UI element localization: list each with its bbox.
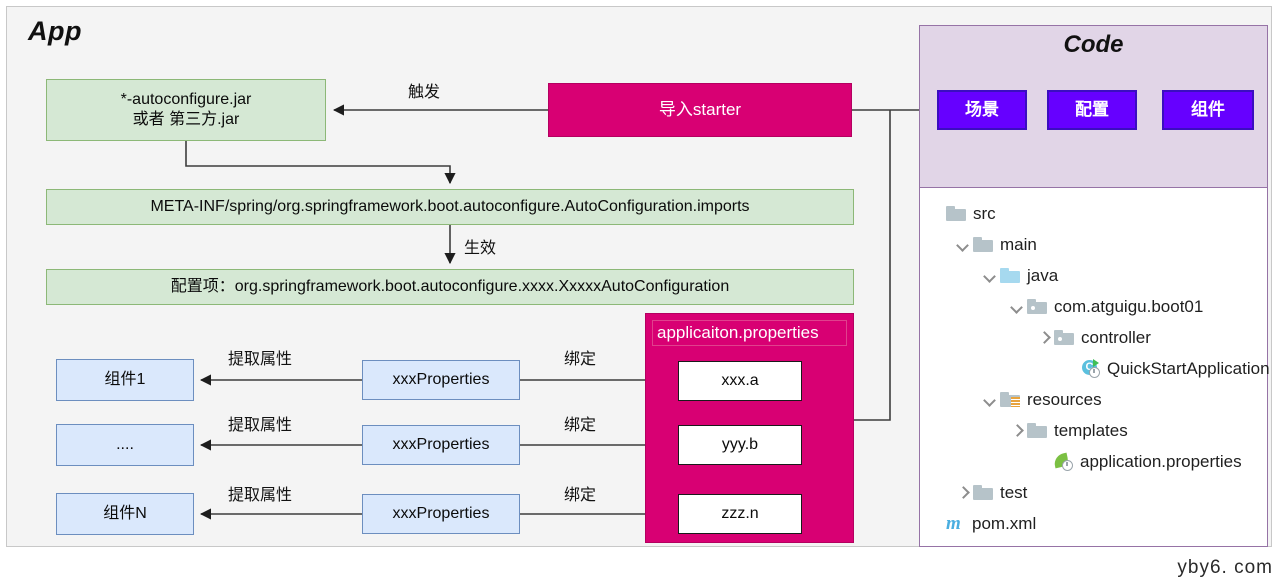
chevron-right-icon[interactable] [1036,330,1052,346]
tree-row[interactable]: main [920,229,1267,260]
tree-item-label: resources [1027,389,1102,409]
autoconfiguration-imports-box: META-INF/spring/org.springframework.boot… [46,189,854,225]
tree-item-label: java [1027,265,1059,285]
package-folder-icon [1027,299,1047,314]
tree-item-label: src [973,203,996,223]
tree-item-label: test [1000,482,1028,502]
tree-row[interactable]: java [920,260,1267,291]
tree-item-label: pom.xml [972,513,1037,533]
folder-icon [946,206,966,221]
component-box-2: .... [56,424,194,466]
resources-folder-icon [1000,392,1020,407]
tree-item-label: com.atguigu.boot01 [1054,296,1204,316]
code-button-component[interactable]: 组件 [1162,90,1254,130]
tree-row[interactable]: application.properties [920,446,1267,477]
properties-box-3: xxxProperties [362,494,520,534]
spring-properties-icon [1052,452,1074,471]
jar-box-line-2: 或者 第三方.jar [132,111,240,128]
code-panel-title: Code [1063,31,1124,58]
tree-row[interactable]: resources [920,384,1267,415]
edge-label-bind-2: 绑定 [564,417,597,434]
edge-label-bind-3: 绑定 [564,487,597,504]
tree-row[interactable]: test [920,477,1267,508]
chevron-placeholder-icon [1063,361,1079,377]
chevron-down-icon[interactable] [982,268,998,284]
properties-box-2: xxxProperties [362,425,520,465]
tree-row[interactable]: m pom.xml [920,508,1267,539]
import-starter-box: 导入starter [548,83,852,137]
edge-label-bind-1: 绑定 [564,351,597,368]
folder-icon [973,485,993,500]
folder-icon [1027,423,1047,438]
component-box-3: 组件N [56,493,194,535]
tree-item-label: QuickStartApplication [1107,358,1270,378]
app-title: App [28,16,82,46]
folder-icon [973,237,993,252]
edge-label-effect: 生效 [464,240,497,257]
tree-row[interactable]: com.atguigu.boot01 [920,291,1267,322]
chevron-down-icon[interactable] [955,237,971,253]
chevron-right-icon[interactable] [1009,423,1025,439]
maven-pom-icon: m [946,512,961,534]
code-button-config[interactable]: 配置 [1047,90,1137,130]
edge-label-extract-2: 提取属性 [228,417,293,434]
chevron-placeholder-icon [1036,454,1052,470]
property-key-box-2: yyy.b [678,425,802,465]
chevron-right-icon[interactable] [955,485,971,501]
tree-item-label: controller [1081,327,1151,347]
configuration-item-box: 配置项：org.springframework.boot.autoconfigu… [46,269,854,305]
folder-icon [1000,268,1020,283]
tree-item-label: main [1000,234,1037,254]
tree-row[interactable]: C QuickStartApplication [920,353,1270,384]
edge-label-extract-1: 提取属性 [228,351,293,368]
component-box-1: 组件1 [56,359,194,401]
tree-row[interactable]: templates [920,415,1267,446]
properties-box-1: xxxProperties [362,360,520,400]
property-key-box-1: xxx.a [678,361,802,401]
autoconfigure-jar-box: *-autoconfigure.jar 或者 第三方.jar [46,79,326,141]
watermark: yby6. com [1177,557,1273,578]
application-properties-title: applicaiton.properties [652,320,847,346]
tree-row[interactable]: controller [920,322,1267,353]
edge-label-trigger: 触发 [408,84,441,101]
jar-box-line-1: *-autoconfigure.jar [120,91,252,108]
code-button-scene[interactable]: 场景 [937,90,1027,130]
tree-row[interactable]: src [920,198,1267,229]
chevron-placeholder-icon [928,516,944,532]
package-folder-icon [1054,330,1074,345]
tree-item-label: application.properties [1080,451,1242,471]
property-key-box-3: zzz.n [678,494,802,534]
chevron-placeholder-icon [928,206,944,222]
tree-item-label: templates [1054,420,1128,440]
edge-label-extract-3: 提取属性 [228,487,293,504]
java-class-icon: C [1081,358,1101,378]
chevron-down-icon[interactable] [1009,299,1025,315]
chevron-down-icon[interactable] [982,392,998,408]
